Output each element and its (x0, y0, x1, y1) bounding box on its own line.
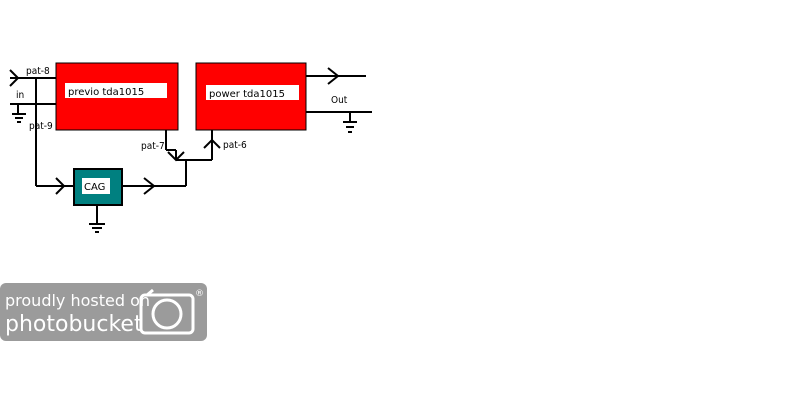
camera-icon (139, 288, 195, 335)
pat6-label: pat-6 (223, 140, 247, 151)
pat6-arrow (203, 138, 221, 149)
power-label: power tda1015 (209, 89, 285, 100)
previo-block: previo tda1015 (55, 62, 179, 131)
watermark-line1: proudly hosted on (5, 291, 150, 310)
wires (9, 67, 372, 233)
pat8-label: pat-8 (26, 66, 50, 77)
cag-input-arrow (55, 177, 66, 195)
out-label: Out (331, 95, 348, 106)
in-label: in (16, 90, 24, 101)
cag-output-arrow (143, 177, 156, 195)
pat7-label: pat-7 (141, 141, 165, 152)
pat9-label: pat-9 (29, 121, 53, 132)
watermark-line2: photobucket (5, 312, 143, 337)
power-block: power tda1015 (195, 62, 307, 131)
previo-label: previo tda1015 (68, 87, 144, 98)
cag-label: CAG (84, 182, 105, 193)
photobucket-watermark: proudly hosted on photobucket ® (0, 283, 207, 341)
registered-mark: ® (195, 289, 204, 299)
input-arrow (9, 69, 20, 87)
cag-block: CAG (73, 168, 123, 206)
output-arrow (327, 67, 340, 85)
